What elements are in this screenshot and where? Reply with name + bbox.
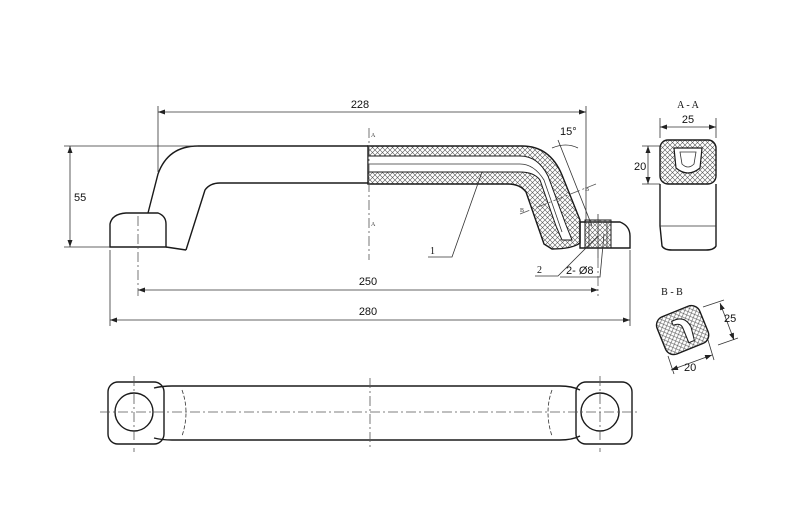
bb-section-shape — [655, 304, 710, 356]
leader-1 — [428, 171, 483, 258]
aa-width-label: 25 — [682, 114, 694, 126]
bb-ext-a — [702, 299, 725, 308]
section-aa-title: A - A — [677, 100, 699, 111]
top-right-pad — [575, 381, 633, 445]
top-view — [100, 376, 640, 452]
cut-mark-a-top: A — [371, 133, 376, 139]
dim-280-label: 280 — [359, 306, 377, 318]
angle-arc — [551, 144, 579, 149]
cut-mark-b-right: B — [585, 187, 589, 193]
section-bb: B - B 25 20 — [655, 287, 739, 375]
angle-label: 15° — [560, 126, 577, 138]
dim-55-label: 55 — [74, 192, 86, 204]
dim-228-label: 228 — [351, 99, 369, 111]
aa-insert-inner — [679, 151, 697, 168]
bb-height-label: 25 — [724, 313, 736, 325]
section-bb-title: B - B — [661, 287, 683, 298]
callout-2: 2 — [537, 265, 542, 276]
dim-250-label: 250 — [359, 276, 377, 288]
handle-bottom — [165, 246, 187, 251]
section-aa: A - A 25 20 — [634, 100, 717, 251]
handle-outer — [147, 145, 368, 214]
handle-inner — [185, 182, 368, 251]
bb-dim-height — [719, 302, 735, 341]
bb-dim-width — [670, 354, 713, 371]
bb-ext-d — [707, 339, 715, 361]
top-bar-right-end — [547, 389, 553, 437]
insert-midline — [368, 163, 563, 233]
top-bar-left-end — [181, 389, 187, 437]
top-bar-lower — [153, 435, 581, 441]
bb-ext-b — [717, 337, 739, 346]
right-foot — [579, 221, 631, 249]
bb-insert — [671, 318, 695, 344]
holes-label: 2- Ø8 — [566, 265, 594, 277]
aa-lower-body — [659, 184, 717, 251]
bb-width-label: 20 — [684, 362, 696, 374]
section-line-b — [519, 183, 597, 215]
callout-1: 1 — [430, 246, 435, 257]
cut-mark-a-bottom: A — [371, 222, 376, 228]
bb-ext-c — [667, 355, 675, 375]
top-left-pad — [107, 381, 165, 445]
leader-2 — [535, 235, 599, 277]
cut-mark-b-left: B — [520, 208, 524, 214]
left-foot — [109, 212, 167, 248]
angle-line — [557, 139, 593, 227]
top-bar-upper — [153, 385, 581, 391]
aa-insert — [673, 147, 703, 174]
side-view: A A B B 1 2 2- Ø8 228 15° 55 250 — [64, 99, 631, 326]
leader-hole — [560, 233, 605, 278]
aa-height-label: 20 — [634, 161, 646, 173]
